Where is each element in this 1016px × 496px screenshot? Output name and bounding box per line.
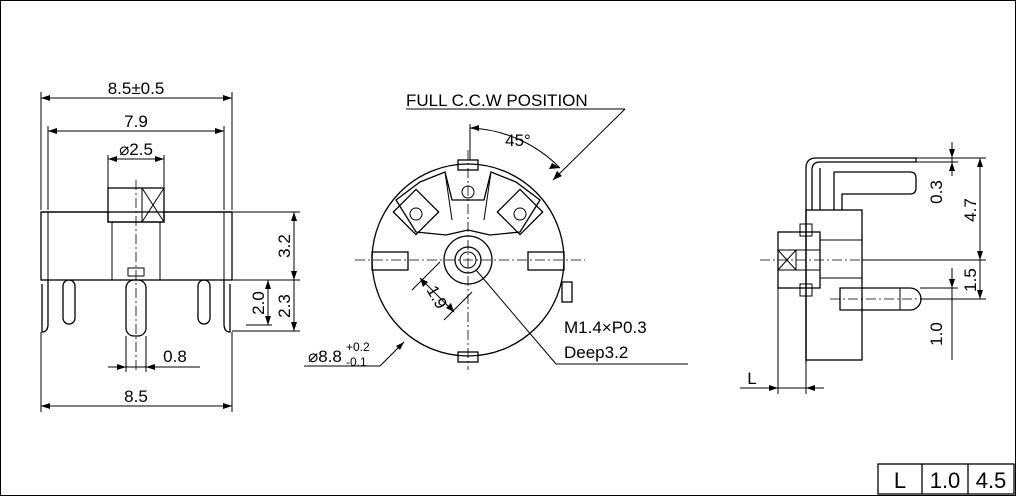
dim-bottom: 1.0 <box>927 322 946 346</box>
dim-overall-width: 8.5±0.5 <box>108 79 165 98</box>
dim-outer-dia-upper: +0.2 <box>346 340 370 354</box>
table-value-1: 1.0 <box>930 468 961 493</box>
label-angle: 45° <box>505 131 531 150</box>
dim-pin-pitch: 0.8 <box>163 347 187 366</box>
label-thread-depth: Deep3.2 <box>564 343 628 362</box>
table-value-2: 4.5 <box>976 468 1007 493</box>
dim-body-width: 7.9 <box>124 112 148 131</box>
dim-outer-dia: ⌀8.8 <box>308 347 342 366</box>
dim-height: 3.2 <box>275 234 294 258</box>
dim-pin-height-b: 2.3 <box>275 294 294 318</box>
dimension-table: L 1.0 4.5 <box>877 463 1015 495</box>
dim-shaft-dia: ⌀2.5 <box>119 140 153 159</box>
dim-length-label: L <box>747 369 756 388</box>
dim-outer-dia-lower: -0.1 <box>346 355 367 369</box>
dim-top-gap: 0.3 <box>927 180 946 204</box>
label-thread-spec: M1.4×P0.3 <box>564 318 647 337</box>
dim-pin-offset: 1.5 <box>961 268 980 292</box>
label-full-ccw: FULL C.C.W POSITION <box>406 91 588 110</box>
dim-total-height: 4.7 <box>961 198 980 222</box>
dim-base-width: 8.5 <box>124 387 148 406</box>
dim-pin-height-a: 2.0 <box>249 291 268 315</box>
table-header: L <box>894 468 906 493</box>
side-view: 0.3 4.7 1.5 1.0 L <box>740 142 986 394</box>
top-view: FULL C.C.W POSITION 45° <box>304 91 688 370</box>
front-view: 8.5±0.5 7.9 ⌀2.5 3 <box>40 79 300 412</box>
